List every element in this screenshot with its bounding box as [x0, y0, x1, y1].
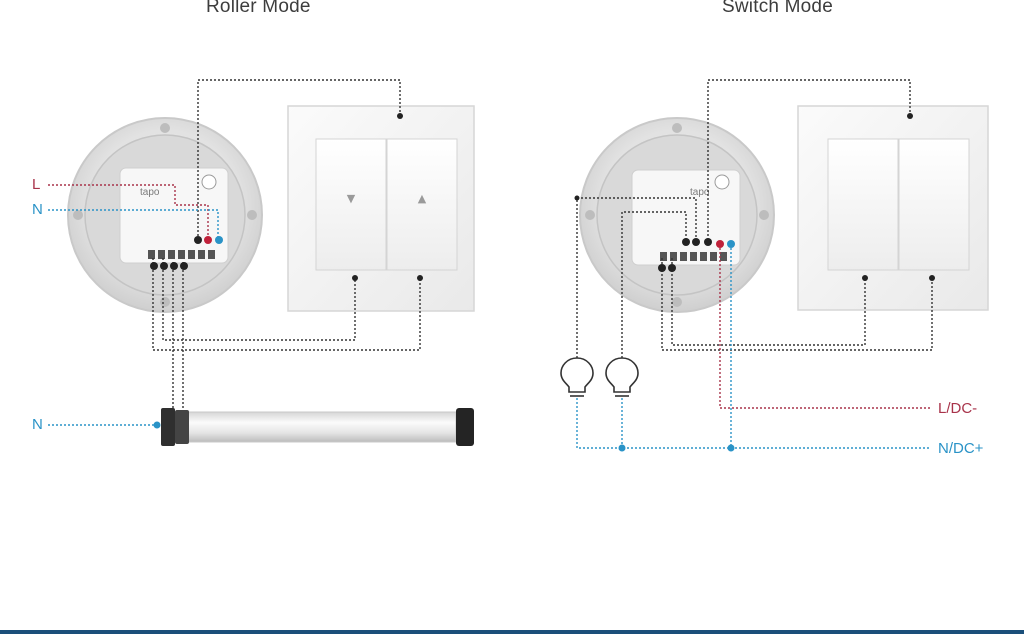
connection-dots-right [574, 113, 935, 452]
neutral-wire-left [48, 209, 219, 238]
motor-neutral-label: N [32, 416, 43, 433]
neutral-label-left: N [32, 201, 43, 218]
wall-switch-icon [797, 105, 989, 311]
neutral-dc-plus-label: N/DC+ [938, 440, 984, 457]
tubular-motor-icon [161, 408, 474, 446]
connection-dots-left [150, 113, 423, 429]
bottom-rule [0, 630, 1024, 634]
control-wires-right [576, 79, 933, 358]
switch-mode-title: Switch Mode [722, 0, 833, 17]
live-wire-left [48, 184, 209, 238]
down-arrow-icon: ▼ [347, 192, 356, 205]
module-brand-label: tapo [140, 187, 160, 198]
live-label-left: L [32, 176, 41, 193]
light-bulb-icon [560, 357, 594, 397]
live-dc-minus-label: L/DC- [938, 400, 978, 417]
up-arrow-icon: ▲ [418, 192, 427, 205]
light-bulb-icon [605, 357, 639, 397]
neutral-wire-right [576, 398, 930, 449]
module-brand-label: tapo [690, 187, 710, 198]
control-wires-left [152, 79, 421, 410]
wall-switch-icon: ▼ ▲ [287, 105, 475, 312]
roller-mode-title: Roller Mode [206, 0, 311, 17]
smart-module-icon: tapo [631, 169, 741, 266]
smart-module-icon: tapo [119, 167, 229, 264]
live-wire-right [719, 244, 930, 409]
